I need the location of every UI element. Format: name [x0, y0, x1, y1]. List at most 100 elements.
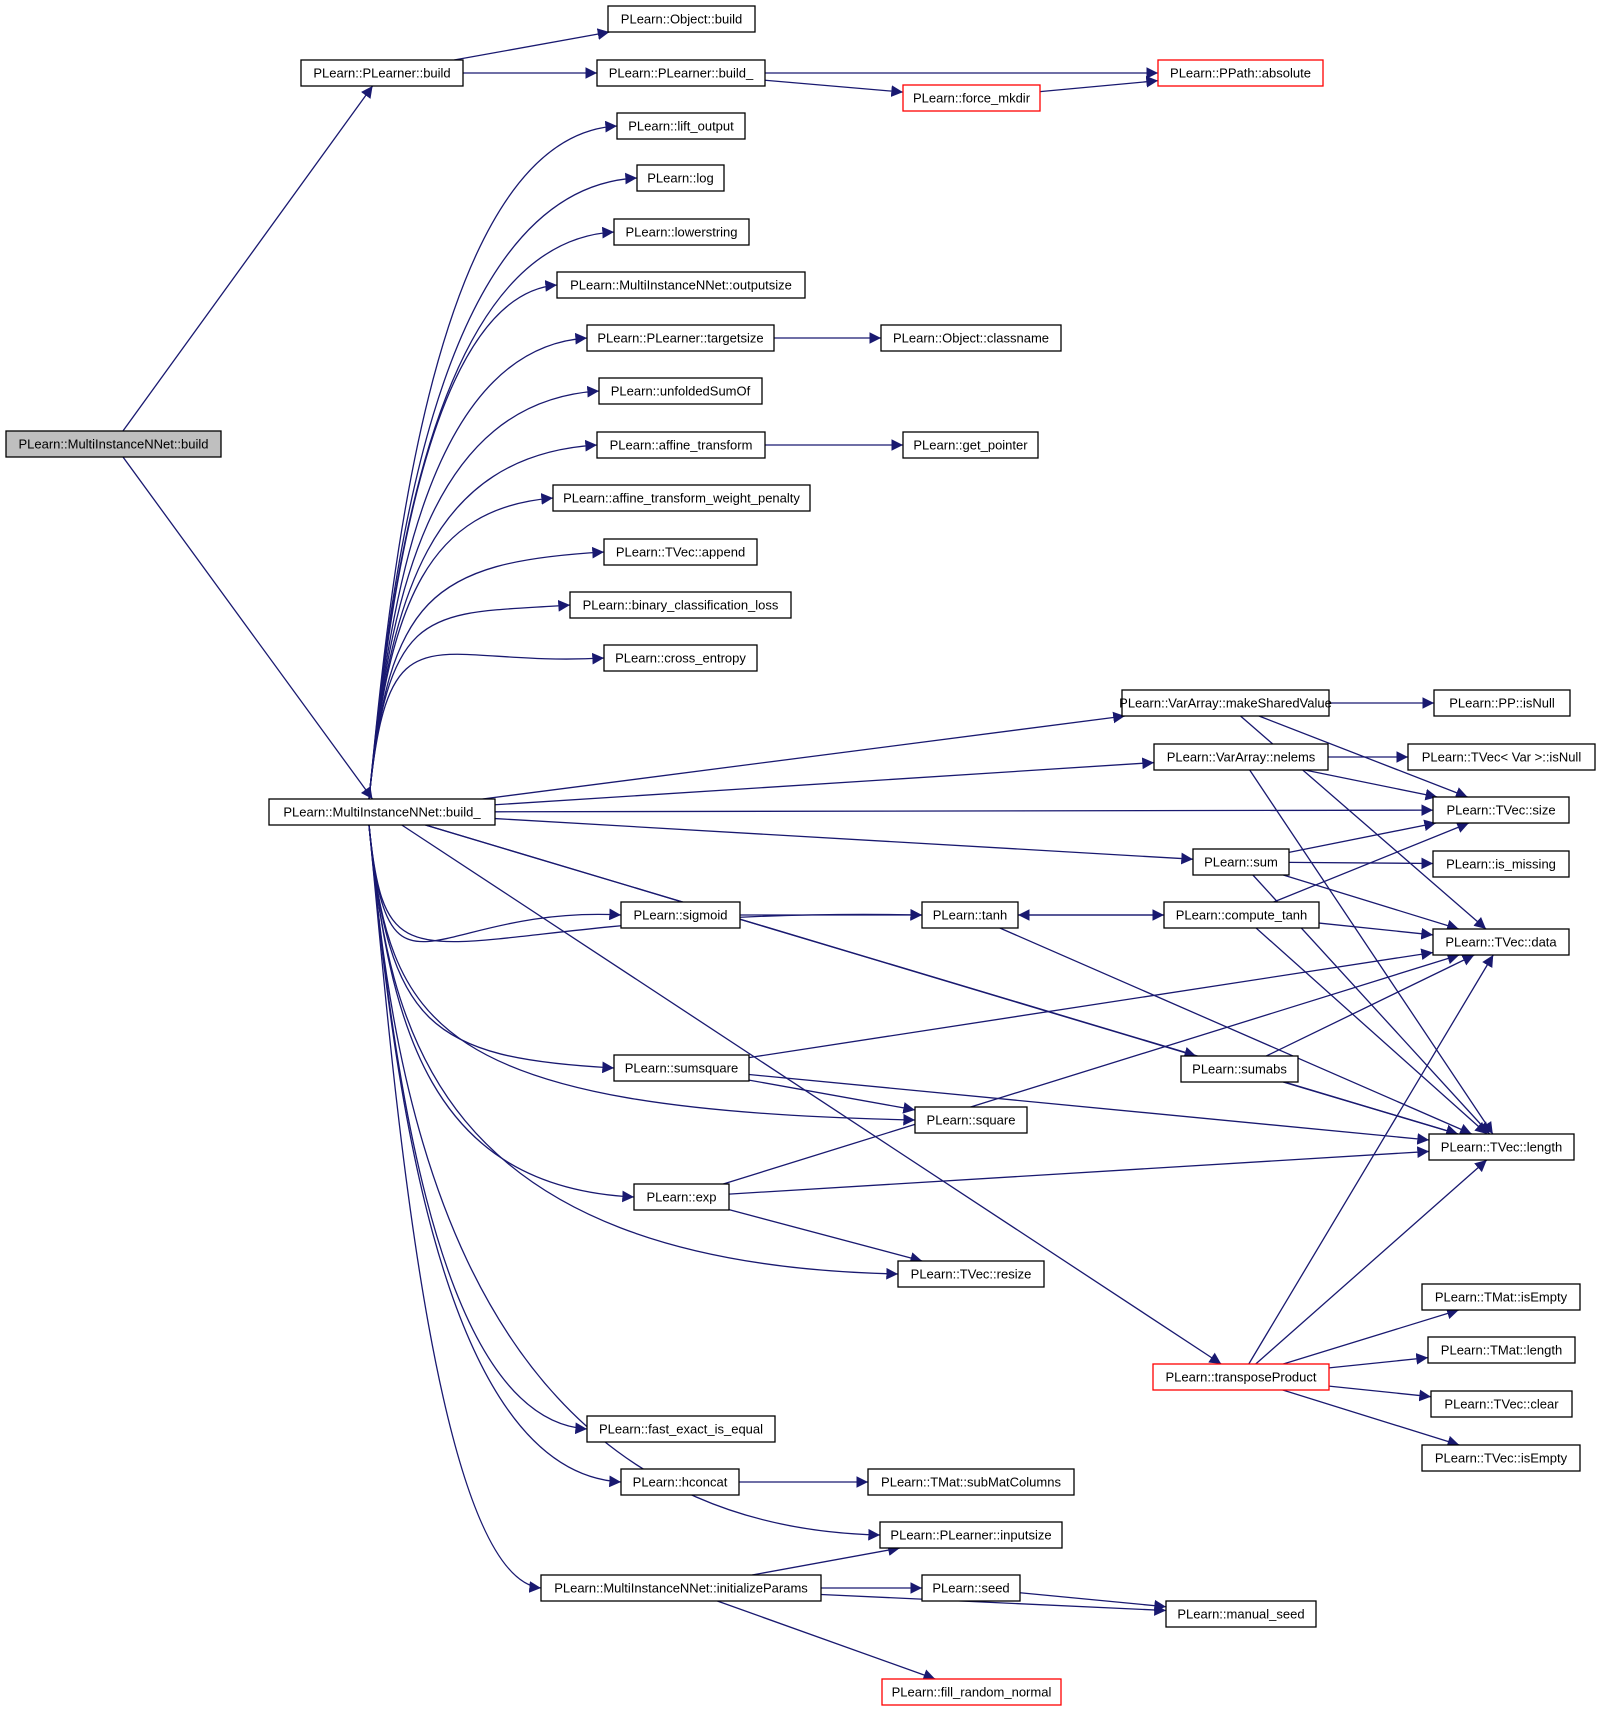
graph-node-append[interactable]: PLearn::TVec::append: [603, 538, 758, 566]
node-box[interactable]: [902, 84, 1041, 112]
node-box[interactable]: [1421, 1444, 1581, 1472]
graph-node-ppnull[interactable]: PLearn::PP::isNull: [1433, 689, 1571, 717]
node-box[interactable]: [867, 1468, 1075, 1496]
graph-node-sum[interactable]: PLearn::sum: [1192, 848, 1290, 876]
node-box[interactable]: [879, 1521, 1063, 1549]
graph-node-outsize[interactable]: PLearn::MultiInstanceNNet::outputsize: [556, 271, 806, 299]
graph-node-tmlen[interactable]: PLearn::TMat::length: [1427, 1336, 1576, 1364]
node-box[interactable]: [633, 1183, 730, 1211]
node-box[interactable]: [1432, 850, 1570, 878]
node-box[interactable]: [880, 324, 1062, 352]
node-box[interactable]: [1153, 743, 1329, 771]
graph-node-feq[interactable]: PLearn::fast_exact_is_equal: [586, 1415, 776, 1443]
node-box[interactable]: [596, 431, 766, 459]
node-box[interactable]: [613, 218, 750, 246]
node-box[interactable]: [603, 644, 758, 672]
graph-node-resize[interactable]: PLearn::TVec::resize: [897, 1260, 1045, 1288]
graph-node-absolute[interactable]: PLearn::PPath::absolute: [1157, 59, 1324, 87]
node-box[interactable]: [881, 1678, 1062, 1706]
node-box[interactable]: [921, 901, 1019, 929]
graph-node-tvdata[interactable]: PLearn::TVec::data: [1432, 928, 1570, 956]
node-box[interactable]: [1407, 743, 1596, 771]
graph-node-root[interactable]: PLearn::MultiInstanceNNet::build: [5, 430, 222, 458]
node-box[interactable]: [607, 5, 756, 33]
node-box[interactable]: [596, 59, 766, 87]
graph-node-unfold[interactable]: PLearn::unfoldedSumOf: [598, 377, 763, 405]
node-box[interactable]: [902, 431, 1039, 459]
node-box[interactable]: [586, 324, 775, 352]
graph-node-tvclear[interactable]: PLearn::TVec::clear: [1430, 1390, 1573, 1418]
node-box[interactable]: [540, 1574, 822, 1602]
graph-node-sigmoid[interactable]: PLearn::sigmoid: [620, 901, 741, 929]
node-box[interactable]: [1157, 59, 1324, 87]
graph-node-tsize[interactable]: PLearn::PLearner::targetsize: [586, 324, 775, 352]
graph-node-tmempty[interactable]: PLearn::TMat::isEmpty: [1421, 1283, 1581, 1311]
node-box[interactable]: [620, 901, 741, 929]
graph-node-tprod[interactable]: PLearn::transposeProduct: [1152, 1363, 1330, 1391]
node-box[interactable]: [603, 538, 758, 566]
node-box[interactable]: [1152, 1363, 1330, 1391]
graph-node-sumsq[interactable]: PLearn::sumsquare: [613, 1054, 750, 1082]
graph-node-msv[interactable]: PLearn::VarArray::makeSharedValue: [1119, 689, 1332, 717]
node-box[interactable]: [1192, 848, 1290, 876]
node-box[interactable]: [1433, 689, 1571, 717]
node-box[interactable]: [5, 430, 222, 458]
node-box[interactable]: [616, 112, 746, 140]
graph-node-ismiss[interactable]: PLearn::is_missing: [1432, 850, 1570, 878]
node-box[interactable]: [586, 1415, 776, 1443]
graph-node-ctanh[interactable]: PLearn::compute_tanh: [1163, 901, 1320, 929]
graph-node-frn[interactable]: PLearn::fill_random_normal: [881, 1678, 1062, 1706]
graph-node-affine[interactable]: PLearn::affine_transform: [596, 431, 766, 459]
graph-node-plbuild_[interactable]: PLearn::PLearner::build_: [596, 59, 766, 87]
graph-node-mkdir[interactable]: PLearn::force_mkdir: [902, 84, 1041, 112]
node-box[interactable]: [897, 1260, 1045, 1288]
node-box[interactable]: [1121, 689, 1330, 717]
graph-node-tvsize[interactable]: PLearn::TVec::size: [1432, 796, 1570, 824]
node-box[interactable]: [1432, 928, 1570, 956]
graph-node-objbuild[interactable]: PLearn::Object::build: [607, 5, 756, 33]
graph-node-insize[interactable]: PLearn::PLearner::inputsize: [879, 1521, 1063, 1549]
graph-node-classname[interactable]: PLearn::Object::classname: [880, 324, 1062, 352]
graph-node-exp[interactable]: PLearn::exp: [633, 1183, 730, 1211]
node-box[interactable]: [1428, 1133, 1575, 1161]
graph-node-tvnull[interactable]: PLearn::TVec< Var >::isNull: [1407, 743, 1596, 771]
node-box[interactable]: [268, 798, 496, 826]
graph-node-init[interactable]: PLearn::MultiInstanceNNet::initializePar…: [540, 1574, 822, 1602]
node-box[interactable]: [300, 59, 464, 87]
graph-node-tvlen[interactable]: PLearn::TVec::length: [1428, 1133, 1575, 1161]
node-box[interactable]: [1180, 1055, 1299, 1083]
node-box[interactable]: [1432, 796, 1570, 824]
graph-node-nelems[interactable]: PLearn::VarArray::nelems: [1153, 743, 1329, 771]
graph-node-lift[interactable]: PLearn::lift_output: [616, 112, 746, 140]
node-box[interactable]: [556, 271, 806, 299]
graph-node-hconcat[interactable]: PLearn::hconcat: [620, 1468, 740, 1496]
node-box[interactable]: [921, 1574, 1021, 1602]
graph-node-log[interactable]: PLearn::log: [636, 164, 725, 192]
node-box[interactable]: [1163, 901, 1320, 929]
node-box[interactable]: [1421, 1283, 1581, 1311]
node-box[interactable]: [914, 1106, 1028, 1134]
graph-node-bcl[interactable]: PLearn::binary_classification_loss: [569, 591, 792, 619]
node-box[interactable]: [620, 1468, 740, 1496]
node-box[interactable]: [1427, 1336, 1576, 1364]
graph-node-seed[interactable]: PLearn::seed: [921, 1574, 1021, 1602]
graph-node-tvempty[interactable]: PLearn::TVec::isEmpty: [1421, 1444, 1581, 1472]
graph-node-mseed[interactable]: PLearn::manual_seed: [1165, 1600, 1317, 1628]
node-box[interactable]: [636, 164, 725, 192]
node-box[interactable]: [598, 377, 763, 405]
graph-node-affpen[interactable]: PLearn::affine_transform_weight_penalty: [552, 484, 811, 512]
graph-node-sumabs[interactable]: PLearn::sumabs: [1180, 1055, 1299, 1083]
graph-node-build_[interactable]: PLearn::MultiInstanceNNet::build_: [268, 798, 496, 826]
graph-node-square[interactable]: PLearn::square: [914, 1106, 1028, 1134]
node-box[interactable]: [613, 1054, 750, 1082]
graph-node-tanh[interactable]: PLearn::tanh: [921, 901, 1019, 929]
graph-node-plbuild[interactable]: PLearn::PLearner::build: [300, 59, 464, 87]
graph-node-submat[interactable]: PLearn::TMat::subMatColumns: [867, 1468, 1075, 1496]
graph-node-xent[interactable]: PLearn::cross_entropy: [603, 644, 758, 672]
graph-node-lower[interactable]: PLearn::lowerstring: [613, 218, 750, 246]
node-box[interactable]: [1165, 1600, 1317, 1628]
node-box[interactable]: [569, 591, 792, 619]
node-box[interactable]: [1430, 1390, 1573, 1418]
graph-node-getptr[interactable]: PLearn::get_pointer: [902, 431, 1039, 459]
node-box[interactable]: [552, 484, 811, 512]
